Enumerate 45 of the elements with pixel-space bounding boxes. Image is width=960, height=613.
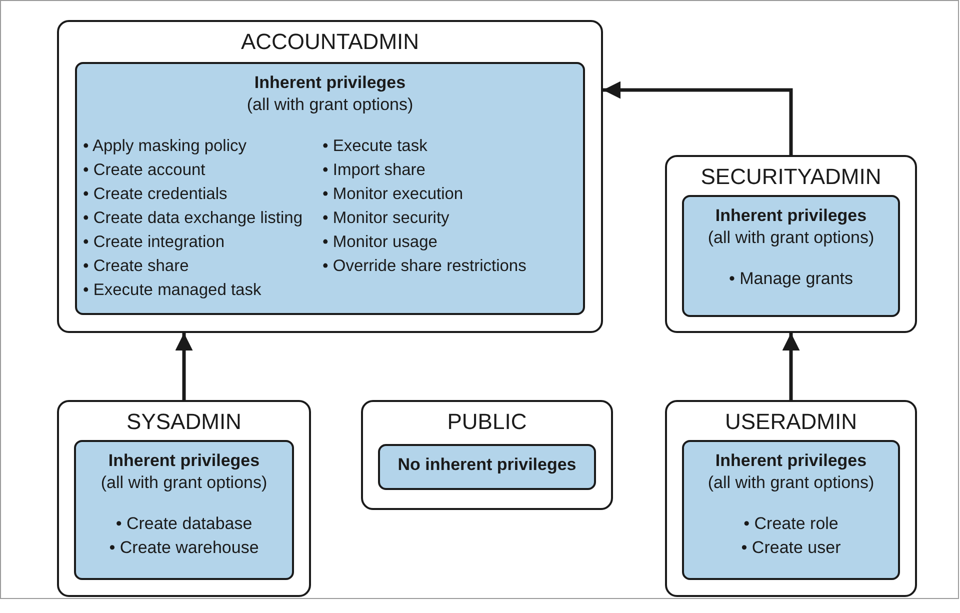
panel-subheading: (all with grant options) (708, 227, 874, 249)
role-title: USERADMIN (724, 408, 857, 436)
panel-heading: No inherent privileges (398, 454, 576, 476)
privilege-item: • Create role (744, 513, 838, 535)
privilege-item: • Create warehouse (109, 537, 259, 559)
privilege-item: • Override share restrictions (322, 256, 526, 277)
role-box (665, 155, 917, 333)
panel-heading: Inherent privileges (108, 450, 260, 472)
privilege-item: • Manage grants (728, 268, 854, 290)
privilege-item: • Create account (83, 160, 206, 181)
privilege-item: • Create integration (83, 232, 226, 253)
role-box (665, 400, 917, 597)
privilege-item: • Monitor usage (322, 232, 438, 253)
privilege-item: • Apply masking policy (83, 136, 248, 157)
arrow (603, 81, 793, 155)
privilege-item: • Create credentials (83, 184, 228, 205)
panel-subheading: (all with grant options) (708, 472, 874, 494)
privileges-panel (75, 62, 585, 315)
privilege-item: • Create database (116, 513, 252, 535)
privileges-panel (74, 440, 294, 580)
privilege-item: • Create data exchange listing (83, 208, 302, 229)
panel-heading: Inherent privileges (715, 205, 867, 227)
privilege-item: • Execute managed task (83, 280, 262, 301)
role-title: ACCOUNTADMIN (240, 28, 420, 56)
role-box (57, 400, 311, 597)
arrow (782, 333, 800, 400)
privileges-panel (378, 444, 596, 490)
panel-subheading: (all with grant options) (100, 472, 268, 494)
privilege-item: • Import share (322, 160, 426, 181)
role-title: PUBLIC (447, 408, 527, 436)
role-title: SYSADMIN (126, 408, 242, 436)
privilege-item: • Monitor security (322, 208, 450, 229)
role-box (57, 20, 603, 333)
arrow (175, 333, 193, 400)
panel-subheading: (all with grant options) (246, 94, 414, 116)
role-title: SECURITYADMIN (700, 163, 882, 191)
privilege-item: • Execute task (322, 136, 428, 157)
privileges-panel (682, 440, 900, 580)
privileges-panel (682, 195, 900, 317)
role-box (361, 400, 613, 510)
panel-heading: Inherent privileges (254, 72, 406, 94)
panel-heading: Inherent privileges (715, 450, 867, 472)
privilege-item: • Create share (83, 256, 190, 277)
privilege-item: • Monitor execution (322, 184, 464, 205)
privilege-item: • Create user (741, 537, 841, 559)
